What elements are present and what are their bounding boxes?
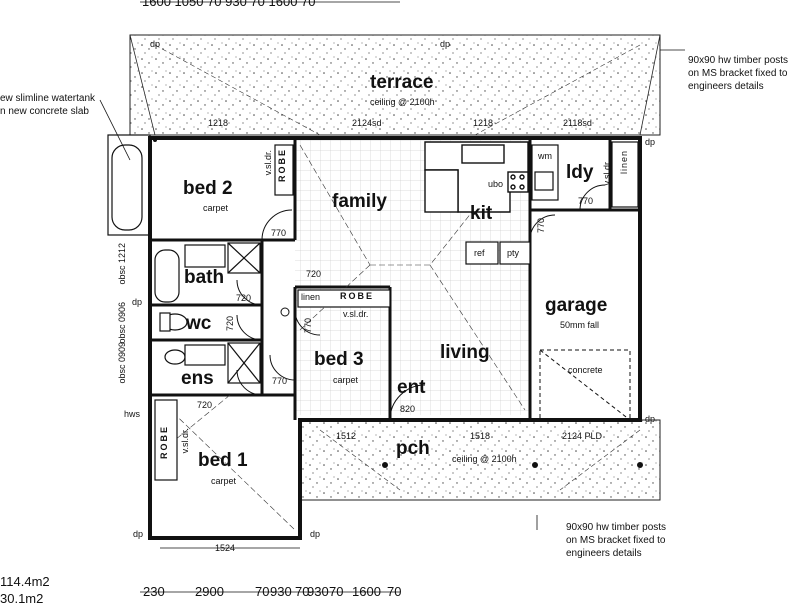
bottom-dim-930a: 930 bbox=[270, 584, 292, 599]
room-label-ldy: ldy bbox=[566, 162, 594, 183]
room-label-pch: pch bbox=[396, 438, 430, 459]
dim-top-2124sd: 2124sd bbox=[352, 118, 382, 128]
posts-note-bottom-line3: engineers details bbox=[566, 548, 642, 559]
dim-bot-1524: 1524 bbox=[215, 543, 236, 553]
dim-bot-2124pld: 2124 PLD bbox=[562, 431, 603, 441]
door-bath-720: 720 bbox=[236, 293, 252, 303]
door-bed3-720: 720 bbox=[306, 269, 322, 279]
room-label-family: family bbox=[332, 191, 387, 212]
dp-3: dp bbox=[645, 137, 656, 147]
area-total-1: 114.4m2 bbox=[0, 574, 50, 589]
room-label-ent: ent bbox=[397, 377, 426, 398]
ldy-linen: linen bbox=[619, 150, 629, 175]
dim-top-1218a: 1218 bbox=[208, 118, 229, 128]
bed2-floor: carpet bbox=[203, 203, 229, 213]
door-ent-820: 820 bbox=[400, 404, 416, 414]
bottom-dim-230: 230 bbox=[143, 584, 165, 599]
bed2-robe: ROBE bbox=[277, 148, 287, 183]
wm-label: wm bbox=[538, 151, 552, 161]
window-obsc-0906: obsc 0906 bbox=[117, 302, 127, 344]
room-label-living: living bbox=[440, 342, 490, 363]
door-bed3-770: 770 bbox=[303, 318, 313, 334]
dim-bot-1518: 1518 bbox=[470, 431, 491, 441]
door-garage-770: 770 bbox=[536, 218, 546, 234]
bottom-dim-70a: 70 bbox=[255, 584, 270, 599]
top-dimensions: 1600 1050 70 930 70 1600 70 bbox=[142, 0, 316, 9]
bed2-sliding-door: v.sl.dr. bbox=[263, 150, 273, 176]
posts-note-top-line2: on MS bracket fixed to bbox=[688, 68, 788, 79]
room-label-bed3: bed 3 bbox=[314, 349, 364, 370]
window-obsc-1212: obsc 1212 bbox=[117, 243, 127, 285]
dp-5: dp bbox=[133, 529, 144, 539]
posts-note-top-line3: engineers details bbox=[688, 81, 764, 92]
room-label-bed2: bed 2 bbox=[183, 178, 233, 199]
bottom-dim-2900: 2900 bbox=[195, 584, 224, 599]
bed3-floor: carpet bbox=[333, 375, 359, 385]
garage-fall: 50mm fall bbox=[560, 320, 600, 330]
room-label-wc: wc bbox=[186, 313, 212, 334]
dim-top-1218b: 1218 bbox=[473, 118, 494, 128]
pantry-label: pty bbox=[507, 248, 520, 258]
laundry-fittings bbox=[531, 141, 639, 208]
post-markers bbox=[153, 138, 643, 540]
dp-2: dp bbox=[440, 39, 451, 49]
garage-door bbox=[539, 349, 631, 421]
robes bbox=[154, 144, 391, 481]
door-bed2-770: 770 bbox=[271, 228, 287, 238]
room-label-bed1: bed 1 bbox=[198, 450, 248, 471]
dp-4: dp bbox=[645, 414, 656, 424]
bottom-dim-70d: 70 bbox=[387, 584, 402, 599]
bottom-dim-1600: 1600 bbox=[352, 584, 381, 599]
room-label-kit: kit bbox=[470, 203, 493, 224]
watertank-note-line1: ew slimline watertank bbox=[0, 93, 96, 104]
bottom-dim-70b: 70 bbox=[295, 584, 310, 599]
watertank-note-line2: n new concrete slab bbox=[0, 106, 89, 117]
dim-bot-1512: 1512 bbox=[336, 431, 357, 441]
hws-label: hws bbox=[124, 409, 141, 419]
dp-7: dp bbox=[132, 297, 143, 307]
fridge-label: ref bbox=[474, 248, 485, 258]
terrace-ceiling: ceiling @ 2100h bbox=[370, 97, 435, 107]
bed3-sliding-door: v.sl.dr. bbox=[343, 309, 369, 319]
porch-slab bbox=[299, 419, 661, 501]
door-swings bbox=[236, 184, 606, 421]
door-wc-720: 720 bbox=[225, 316, 235, 332]
fridge-pantry bbox=[465, 241, 531, 265]
dimension-lines bbox=[140, 1, 400, 593]
room-label-garage: garage bbox=[545, 295, 608, 316]
garage-floor: concrete bbox=[568, 365, 603, 375]
bed1-sliding-door: v.sl.dr. bbox=[180, 428, 190, 454]
posts-note-top-line1: 90x90 hw timber posts bbox=[688, 55, 789, 66]
bed3-linen: linen bbox=[301, 292, 321, 302]
dp-1: dp bbox=[150, 39, 161, 49]
window-obsc-0909: obsc 0909 bbox=[117, 342, 127, 384]
dp-6: dp bbox=[310, 529, 321, 539]
posts-note-bottom-line1: 90x90 hw timber posts bbox=[566, 522, 667, 533]
room-label-ens: ens bbox=[181, 368, 214, 389]
kitchen-bench bbox=[424, 141, 529, 213]
leader-lines bbox=[99, 49, 685, 530]
inner-walls bbox=[150, 140, 640, 420]
bottom-dim-70c: 70 bbox=[329, 584, 344, 599]
dim-top-2118sd: 2118sd bbox=[563, 118, 592, 128]
door-ens-770: 770 bbox=[272, 376, 288, 386]
door-ldy-770: 770 bbox=[578, 196, 594, 206]
door-bed1-720: 720 bbox=[197, 400, 213, 410]
bed1-floor: carpet bbox=[211, 476, 237, 486]
ubo-label: ubo bbox=[488, 179, 504, 189]
bottom-dim-930b: 930 bbox=[307, 584, 329, 599]
bathroom-fittings bbox=[154, 242, 261, 384]
bed3-robe: ROBE bbox=[340, 291, 375, 301]
room-label-terrace: terrace bbox=[370, 72, 434, 93]
watertank bbox=[107, 134, 151, 236]
posts-note-bottom-line2: on MS bracket fixed to bbox=[566, 535, 666, 546]
room-label-bath: bath bbox=[184, 267, 225, 288]
pch-ceiling: ceiling @ 2100h bbox=[452, 454, 517, 464]
area-total-2: 30.1m2 bbox=[0, 591, 44, 606]
terrace-slab bbox=[129, 34, 661, 136]
bed1-robe: ROBE bbox=[159, 425, 169, 460]
ldy-sliding-door: v.sl.dr. bbox=[602, 160, 612, 186]
